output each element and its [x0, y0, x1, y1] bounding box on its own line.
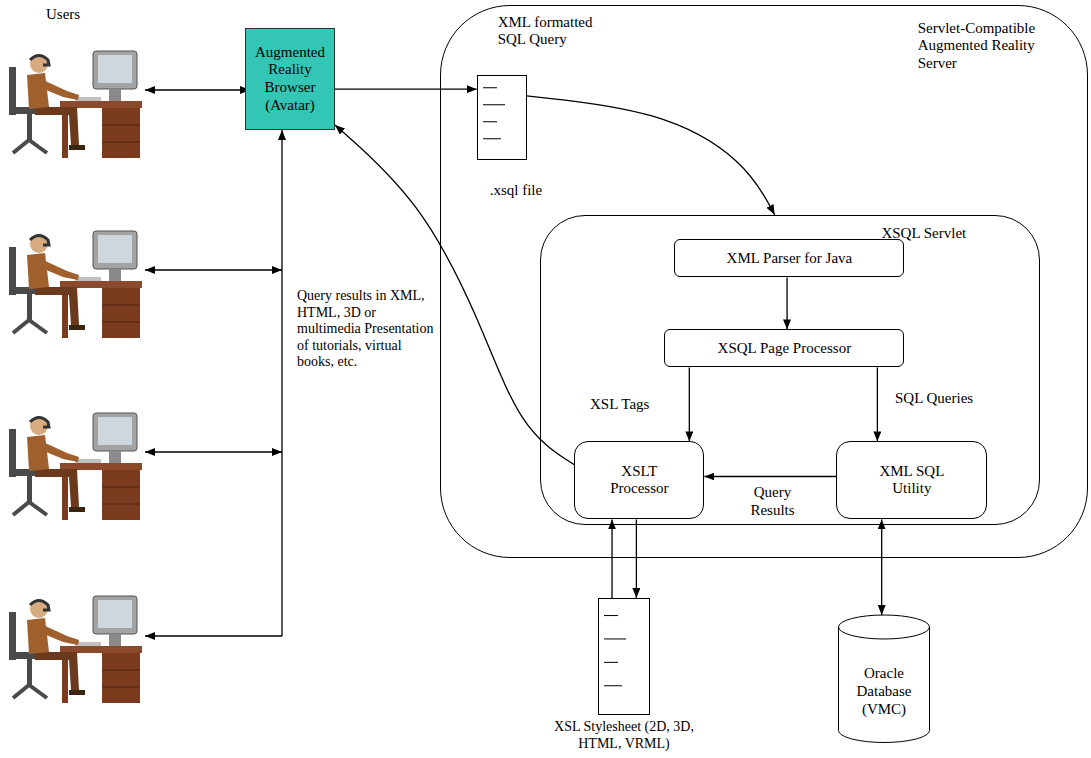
process-box: XSQL Page Processor [664, 329, 904, 367]
node-text: Augmented Reality Browser (Avatar) [252, 44, 328, 115]
user-bus [281, 130, 282, 636]
server-region: Servlet-Compatible Augmented Reality Ser… [440, 5, 1088, 558]
arrow-connector [335, 125, 574, 465]
document-shape [598, 598, 650, 715]
process-box: XSLT Processor [574, 441, 704, 519]
cylinder-body [839, 615, 930, 742]
user-figure [9, 413, 142, 520]
document-dash [483, 104, 505, 105]
process-box: XML Parser for Java [674, 239, 904, 277]
document-shape [477, 75, 527, 160]
cylinder-rim [839, 627, 930, 639]
stylesheet-file: XSL Stylesheet (2D, 3D, HTML, VRML) [598, 598, 650, 715]
document-dash [604, 638, 626, 639]
group-label: Users [46, 6, 126, 24]
document-dash [483, 87, 497, 88]
document-dash [604, 662, 618, 663]
document-dash [483, 138, 501, 139]
document-outline [477, 75, 526, 159]
arrow-connector [611, 519, 612, 598]
node-text: Servlet-Compatible Augmented Reality Ser… [918, 20, 1068, 73]
user-link [145, 269, 282, 270]
user-figure [9, 231, 142, 338]
arrow-connector [527, 96, 775, 215]
node-text: XSQL Page Processor [718, 340, 852, 358]
node-text: XML SQL Utility [872, 463, 952, 498]
browser-box: Augmented Reality Browser (Avatar) [245, 28, 335, 130]
database-cylinder: Oracle Database (VMC) [838, 615, 930, 743]
xsql-file: XML formatted SQL Query.xsql file [477, 75, 527, 160]
node-text: XSL Stylesheet (2D, 3D, HTML, VRML) [549, 719, 699, 752]
servlet-region: XSQL ServletXML Parser for JavaXSQL Page… [540, 215, 1040, 525]
node-text: Oracle Database (VMC) [846, 665, 922, 718]
user-link [145, 451, 282, 452]
user-link [145, 635, 282, 636]
arrow-connector [704, 476, 836, 477]
arrow-connector [636, 519, 637, 598]
note-label: Query results in XML, HTML, 3D or multim… [297, 288, 437, 371]
edge-label: Query Results [735, 484, 810, 519]
document-dash [604, 615, 618, 616]
user-figure [9, 51, 142, 158]
arrow-connector [881, 519, 882, 615]
document-dash [483, 121, 497, 122]
user-figure [9, 596, 142, 703]
edge-label: XSL Tags [590, 396, 680, 414]
node-text: .xsql file [490, 182, 580, 200]
node-text: XML formatted SQL Query [498, 14, 603, 49]
node-text: XSLT Processor [599, 463, 679, 498]
document-outline [599, 599, 650, 715]
arrow-connector [877, 367, 878, 441]
user-link [145, 89, 250, 90]
node-text: XSQL Servlet [881, 225, 1001, 243]
arrow-connector [786, 277, 787, 329]
node-text: XML Parser for Java [727, 250, 853, 268]
process-box: XML SQL Utility [836, 441, 987, 519]
edge-label: SQL Queries [895, 390, 1005, 408]
document-dash [604, 685, 622, 686]
arrow-connector [335, 89, 477, 90]
arrow-connector [689, 367, 690, 441]
